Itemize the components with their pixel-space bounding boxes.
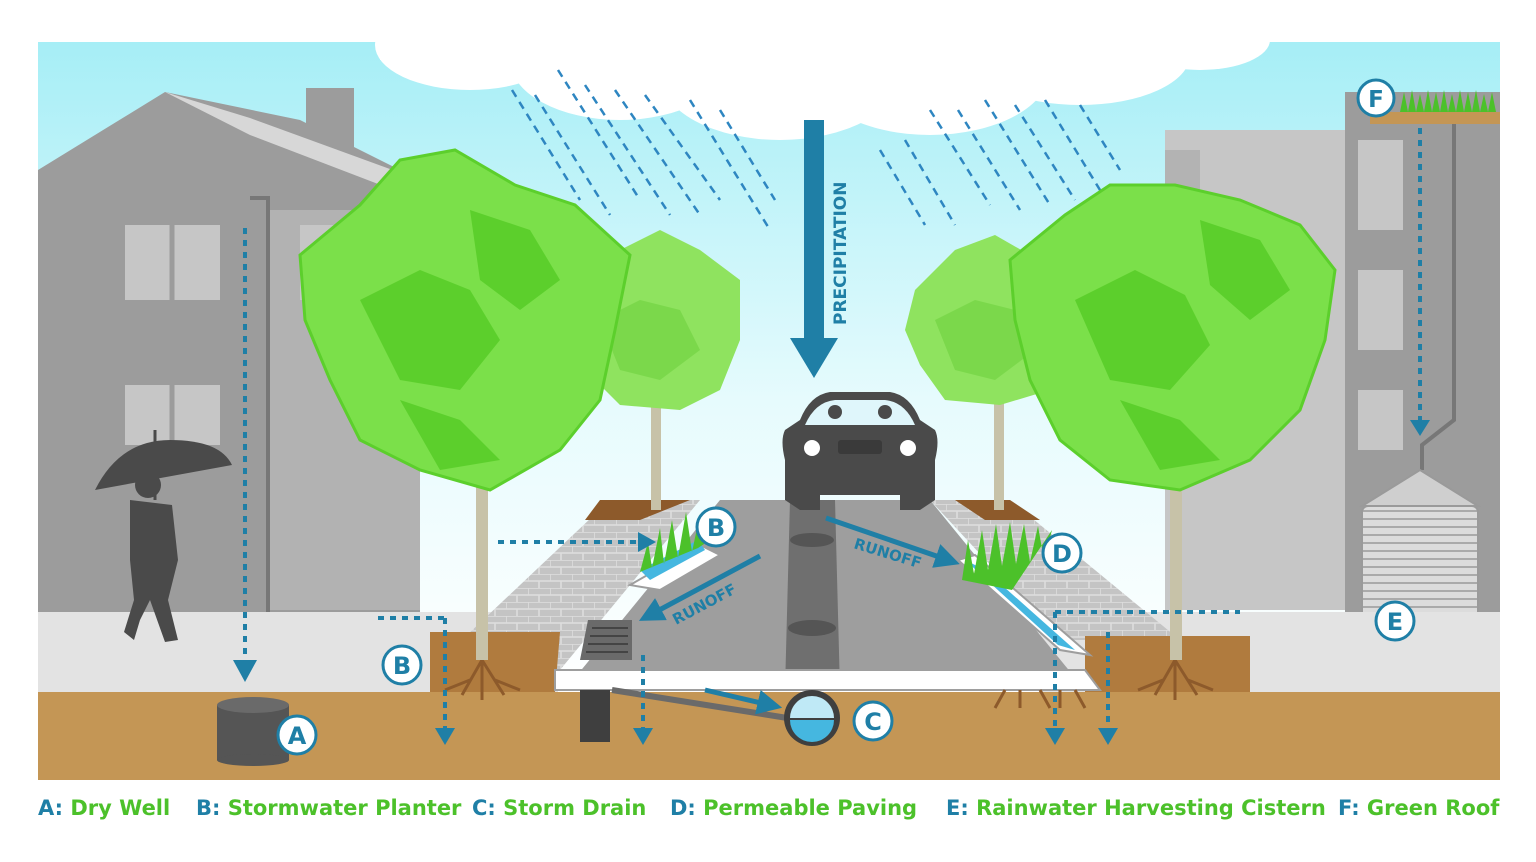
marker-f-label: F	[1368, 87, 1384, 113]
car	[782, 392, 938, 510]
tree-front-right	[1008, 183, 1337, 492]
precipitation-arrow	[790, 120, 838, 378]
legend-name: Permeable Paving	[703, 796, 918, 820]
soil-planter-left	[430, 632, 560, 692]
marker-c-label: C	[864, 708, 882, 736]
legend-key: C:	[472, 796, 496, 820]
tree-front-left	[298, 148, 632, 492]
legend-item-storm-drain: C: Storm Drain	[472, 796, 646, 820]
legend-item-green-roof: F: Green Roof	[1338, 796, 1499, 820]
marker-f: F	[1356, 78, 1396, 118]
legend-item-dry-well: A: Dry Well	[38, 796, 170, 820]
marker-e-label: E	[1387, 608, 1403, 636]
rain	[510, 69, 1122, 231]
planter-left	[627, 512, 723, 592]
precipitation-label: PRECIPITATION	[831, 182, 851, 325]
marker-d: D	[1041, 532, 1083, 574]
runoff-arrows	[638, 515, 960, 715]
marker-b-ground-label: B	[393, 652, 411, 680]
cloud	[375, 0, 1270, 140]
legend-key: B:	[196, 796, 221, 820]
legend-key: A:	[38, 796, 64, 820]
legend-key: F:	[1338, 796, 1360, 820]
marker-e: E	[1374, 600, 1416, 642]
marker-c: C	[852, 700, 894, 742]
legend-name: Green Roof	[1366, 796, 1500, 820]
flow-arrows	[243, 128, 1422, 728]
legend: A: Dry Well B: Stormwater Planter C: Sto…	[0, 796, 1536, 832]
soil-planter-right	[1085, 636, 1250, 692]
marker-a: A	[276, 714, 318, 756]
marker-b-ground: B	[381, 644, 423, 686]
tree-trunks	[476, 390, 1182, 660]
legend-name: Rainwater Harvesting Cistern	[976, 796, 1326, 820]
legend-item-rainwater-cistern: E: Rainwater Harvesting Cistern	[946, 796, 1326, 820]
legend-key: E:	[946, 796, 969, 820]
flow-arrowheads	[233, 420, 1430, 745]
marker-b-planter-label: B	[707, 514, 725, 542]
legend-item-stormwater-planter: B: Stormwater Planter	[196, 796, 461, 820]
marker-d-label: D	[1052, 540, 1072, 568]
legend-name: Stormwater Planter	[227, 796, 462, 820]
person-with-umbrella	[95, 430, 232, 642]
marker-b-planter: B	[695, 506, 737, 548]
marker-a-label: A	[288, 722, 307, 750]
legend-item-permeable-paving: D: Permeable Paving	[670, 796, 917, 820]
legend-key: D:	[670, 796, 696, 820]
storm-drain	[580, 620, 840, 746]
legend-name: Dry Well	[70, 796, 171, 820]
roots	[444, 659, 1214, 709]
legend-name: Storm Drain	[503, 796, 647, 820]
